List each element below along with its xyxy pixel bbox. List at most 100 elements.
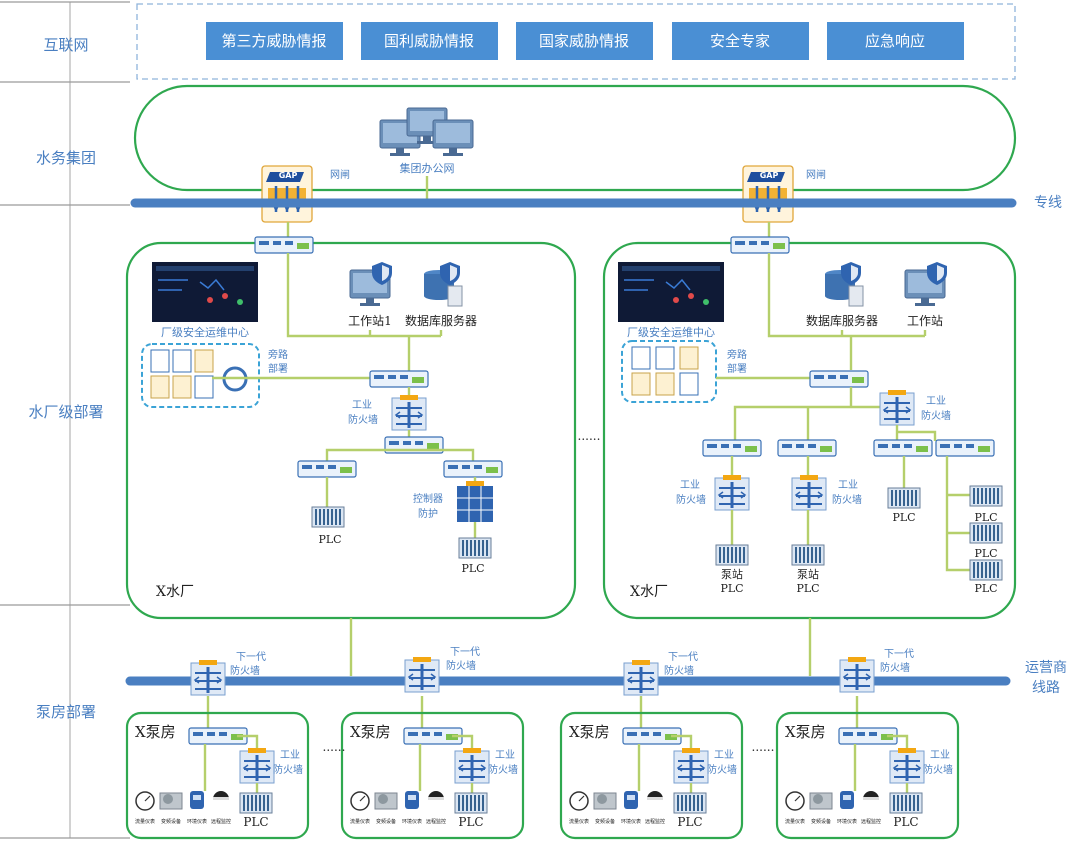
plant-left-workstation-label: 工作站1 <box>348 314 392 328</box>
svg-text:远程监控: 远程监控 <box>211 818 231 825</box>
svg-text:国家威胁情报: 国家威胁情报 <box>539 32 629 50</box>
svg-text:防火墙: 防火墙 <box>273 763 303 776</box>
svg-text:变频设备: 变频设备 <box>811 818 831 825</box>
svg-text:防火墙: 防火墙 <box>230 664 260 677</box>
layer-group: 水务集团 <box>36 149 96 167</box>
plant-right-plc-stack-3 <box>969 559 1003 581</box>
svg-text:远程监控: 远程监控 <box>645 818 665 825</box>
svg-text:PLC: PLC <box>720 582 743 595</box>
pump-room-device-meter-icon <box>840 791 854 809</box>
svg-text:GAP: GAP <box>760 171 779 180</box>
intel-button-national[interactable]: 国家威胁情报 <box>516 22 653 60</box>
pump-ellipsis-2: ...... <box>752 740 775 754</box>
plant-left-plc-2 <box>458 537 492 559</box>
pump-room-name: X泵房 <box>785 723 826 741</box>
intel-button-response[interactable]: 应急响应 <box>827 22 964 60</box>
plant-left-ctrl-1: 控制器 <box>413 492 443 505</box>
plant-right-bypass-icons <box>631 346 699 396</box>
svg-text:国利威胁情报: 国利威胁情报 <box>384 32 474 50</box>
plant-ellipsis: ...... <box>578 429 601 443</box>
pump-room-industrial-fw <box>238 746 276 785</box>
svg-text:PLC: PLC <box>893 815 918 829</box>
plant-right-switch-d <box>935 439 995 457</box>
intel-button-guoli[interactable]: 国利威胁情报 <box>361 22 498 60</box>
plant-right-bypass-box <box>621 340 717 403</box>
plant-right-plc-stack-2 <box>969 522 1003 544</box>
svg-text:防火墙: 防火墙 <box>664 664 694 677</box>
svg-text:PLC: PLC <box>796 582 819 595</box>
group-office-monitors <box>379 107 474 157</box>
pump-room-device-meter-icon <box>190 791 204 809</box>
pump-room-device-meter-icon <box>405 791 419 809</box>
pump-room-industrial-fw <box>453 746 491 785</box>
plant-right-plc-label: PLC <box>892 511 915 524</box>
pump-room-device-pump-icon <box>159 792 183 810</box>
gateway-right-label: 网闸 <box>806 168 826 181</box>
plant-right-pump-plc-b <box>791 544 825 566</box>
plant-right-db-label: 数据库服务器 <box>806 313 878 328</box>
plant-right-name: X水厂 <box>630 584 668 600</box>
plant-left-controller-protect <box>457 481 493 522</box>
pump-room-device-camera-icon <box>213 791 229 800</box>
svg-text:环境仪表: 环境仪表 <box>837 818 857 825</box>
pump-room-device-gauge-icon <box>569 791 589 811</box>
plant-left-name: X水厂 <box>156 584 194 600</box>
svg-text:环境仪表: 环境仪表 <box>187 818 207 825</box>
plant-right-plc <box>887 487 921 509</box>
svg-text:工业: 工业 <box>495 749 515 761</box>
plant-left-soc-label: 厂级安全运维中心 <box>161 325 249 339</box>
pump-room-plc <box>889 792 923 814</box>
layer-internet: 互联网 <box>43 36 88 54</box>
svg-text:远程监控: 远程监控 <box>426 818 446 825</box>
plant-left-workstation <box>349 262 392 307</box>
pump-ellipsis-1: ...... <box>323 740 346 754</box>
plant-left-switch-mid <box>369 370 429 388</box>
svg-text:变频设备: 变频设备 <box>161 818 181 825</box>
plant-left-plc-1 <box>311 506 345 528</box>
svg-text:流量仪表: 流量仪表 <box>350 818 370 825</box>
plant-left-fw-1: 工业 <box>352 399 372 411</box>
ngfw-4 <box>838 655 876 694</box>
plant-left-bypass-icons <box>150 349 248 399</box>
plant-right-pump-plc-a <box>715 544 749 566</box>
plant-left-switch-a <box>297 460 357 478</box>
svg-text:工业: 工业 <box>280 749 300 761</box>
plant-right-db-server <box>824 262 864 307</box>
svg-text:PLC: PLC <box>458 815 483 829</box>
plant-right-industrial-fw-top <box>878 388 916 427</box>
plant-right-fw-a-2: 防火墙 <box>676 493 706 506</box>
pump-room-name: X泵房 <box>569 723 610 741</box>
svg-text:防火墙: 防火墙 <box>880 661 910 674</box>
plant-right-switch-b <box>777 439 837 457</box>
ngfw-2 <box>403 655 441 694</box>
svg-text:下一代: 下一代 <box>884 648 914 660</box>
svg-text:安全专家: 安全专家 <box>710 32 770 50</box>
pump-room-plc <box>673 792 707 814</box>
svg-text:GAP: GAP <box>279 171 298 180</box>
plant-right-bypass-1: 旁路 <box>727 348 747 361</box>
svg-text:下一代: 下一代 <box>450 646 480 658</box>
pump-room-4: X泵房工业防火墙PLC流量仪表变频设备环境仪表远程监控 <box>775 696 960 840</box>
svg-text:防火墙: 防火墙 <box>446 659 476 672</box>
ngfw-1 <box>189 658 227 697</box>
intel-button-third-party[interactable]: 第三方威胁情报 <box>206 22 343 60</box>
svg-text:PLC: PLC <box>974 511 997 524</box>
pump-room-device-pump-icon <box>809 792 833 810</box>
plant-right-core-switch <box>730 236 790 254</box>
intel-button-expert[interactable]: 安全专家 <box>672 22 809 60</box>
svg-text:远程监控: 远程监控 <box>861 818 881 825</box>
svg-text:工业: 工业 <box>930 749 950 761</box>
svg-text:泵站: 泵站 <box>721 567 743 581</box>
plant-right-bypass-2: 部署 <box>727 362 747 375</box>
layer-pump: 泵房部署 <box>36 703 96 721</box>
plant-right-fw-b-1: 工业 <box>838 479 858 491</box>
pump-room-industrial-fw <box>672 746 710 785</box>
pump-room-device-pump-icon <box>374 792 398 810</box>
plant-right-fw-a-1: 工业 <box>680 479 700 491</box>
svg-text:下一代: 下一代 <box>236 651 266 663</box>
svg-text:第三方威胁情报: 第三方威胁情报 <box>221 32 326 50</box>
plant-left-soc-screen <box>152 262 258 322</box>
svg-text:泵站: 泵站 <box>797 567 819 581</box>
plant-right-workstation-label: 工作站 <box>907 314 943 328</box>
svg-text:PLC: PLC <box>974 582 997 595</box>
